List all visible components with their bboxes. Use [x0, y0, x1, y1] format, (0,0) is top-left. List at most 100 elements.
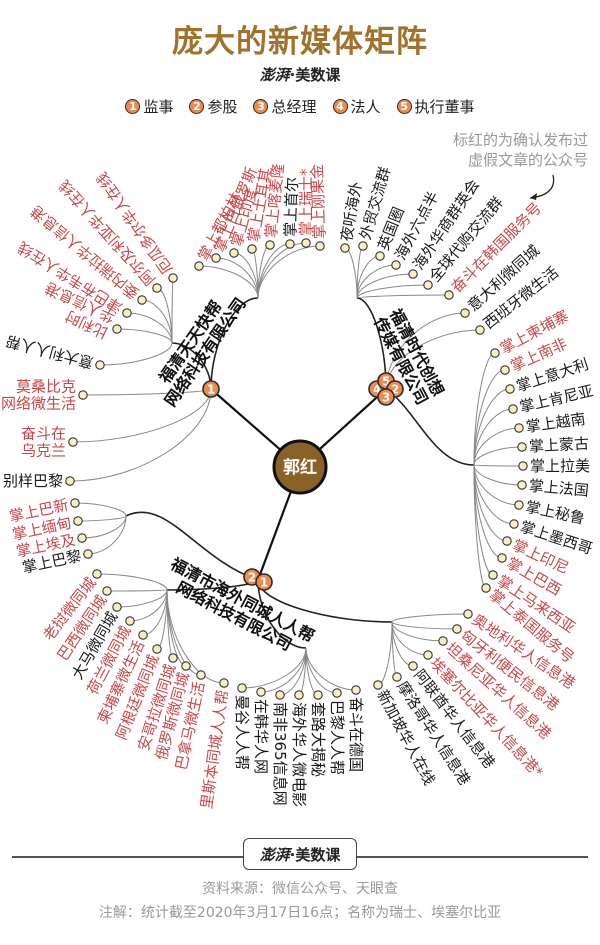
link-line	[473, 388, 511, 466]
account-name: 奋斗在	[21, 425, 66, 443]
account-dot-icon	[332, 688, 342, 698]
account-label: 掌上越南	[525, 410, 587, 436]
account-label: 意大利人人帮	[4, 331, 96, 372]
account-dot-icon	[514, 423, 524, 433]
link-line	[210, 297, 259, 390]
account-dot-icon	[517, 442, 527, 452]
note-line-2: 虚假文章的公众号	[467, 151, 588, 169]
link-line	[74, 502, 127, 517]
account-label: 掌上瑞士*	[297, 168, 315, 236]
account-dot-icon	[219, 678, 229, 688]
legend-item-shareholder: 2 参股	[189, 96, 237, 117]
link-line	[473, 427, 520, 466]
account-label: 海外华人微电影	[290, 702, 308, 807]
annotation: 注解：统计截至2020年3月17日16点；名称为瑞士、埃塞尔比亚	[98, 905, 502, 921]
link-line	[142, 589, 168, 636]
account-dot-icon	[125, 616, 135, 626]
account-dot-icon	[256, 687, 266, 697]
link-line	[87, 515, 127, 555]
link-line	[166, 589, 225, 684]
account-dot-icon	[168, 273, 178, 283]
account-dot-icon	[275, 690, 285, 700]
link-line	[82, 388, 212, 396]
account-dot-icon	[475, 325, 485, 335]
account-name: 奋斗在德国	[347, 697, 365, 772]
link-line	[377, 621, 393, 686]
account-dot-icon	[112, 602, 122, 612]
link-line	[116, 589, 168, 608]
badge-icon: 1	[125, 99, 141, 114]
data-source: 资料来源：微信公众号、天眼查	[202, 881, 398, 897]
account-dot-icon	[83, 549, 93, 559]
link-line	[391, 621, 444, 642]
account-dot-icon	[168, 653, 178, 663]
link-line	[473, 446, 523, 466]
account-dot-icon	[265, 240, 275, 250]
branch-line	[385, 388, 475, 466]
account-dot-icon	[358, 241, 368, 251]
account-dot-icon	[78, 390, 88, 400]
account-dot-icon	[73, 516, 83, 526]
link-line	[473, 464, 524, 467]
account-name: 掌上越南	[525, 410, 587, 436]
account-name: 南非365信息网	[271, 702, 289, 806]
account-dot-icon	[509, 519, 519, 529]
account-name: 莫桑比克	[16, 378, 76, 396]
account-dot-icon	[122, 308, 132, 318]
account-dot-icon	[294, 690, 304, 700]
account-name: 在韩华人网	[252, 699, 270, 774]
account-dot-icon	[112, 324, 122, 334]
red-label-note: 标红的为确认发布过 虚假文章的公众号	[453, 130, 588, 170]
role-badge-icon	[377, 388, 395, 406]
account-dot-icon	[138, 630, 148, 640]
link-line	[391, 621, 458, 630]
brand-name: ·美数课	[289, 66, 341, 84]
account-dot-icon	[423, 650, 433, 660]
badge-icon: 4	[332, 99, 348, 114]
link-line	[99, 342, 173, 366]
account-name: 别样巴黎	[3, 472, 63, 490]
account-dot-icon	[65, 476, 75, 486]
account-dot-icon	[444, 290, 454, 300]
note-line-1: 标红的为确认发布过	[452, 131, 588, 149]
account-label: 掌上蒙古	[529, 435, 590, 456]
badge-icon: 3	[253, 99, 269, 114]
link-line	[106, 589, 168, 592]
account-name: 掌上刚果金	[308, 164, 329, 240]
account-dot-icon	[408, 269, 418, 279]
brand-name: ·美数课	[289, 845, 341, 864]
account-dot-icon	[423, 280, 433, 290]
link-line	[305, 647, 357, 691]
account-dot-icon	[181, 661, 191, 671]
footer-brand: 澎湃·美数课	[243, 838, 357, 870]
link-line	[96, 573, 168, 591]
account-name: 掌上首尔	[281, 177, 301, 238]
role-legend: 1 监事 2 参股 3 总经理 4 法人 5 执行董事	[0, 96, 600, 117]
role-badge-number: 3	[382, 391, 390, 405]
account-dot-icon	[391, 260, 401, 270]
footer-divider-right	[357, 856, 588, 858]
link-line	[257, 243, 291, 299]
account-dot-icon	[92, 569, 102, 579]
account-dot-icon	[194, 261, 204, 271]
account-dot-icon	[514, 500, 524, 510]
account-name: 意大利人人帮	[4, 331, 96, 372]
legend-label: 参股	[207, 98, 238, 116]
link-line	[473, 464, 494, 576]
role-badge-number: 4	[373, 383, 381, 397]
account-dot-icon	[211, 253, 221, 263]
legend-label: 法人	[350, 98, 381, 116]
link-line	[72, 388, 212, 443]
link-line	[473, 464, 523, 486]
role-badge-icon	[202, 380, 220, 398]
account-label: 南非365信息网	[271, 702, 289, 806]
account-dot-icon	[340, 243, 350, 253]
account-name: 掌上拉美	[530, 457, 590, 475]
link-line	[473, 352, 496, 466]
legend-item-general-manager: 3 总经理	[253, 96, 317, 117]
note-arrow-icon	[529, 174, 555, 199]
badge-icon: 5	[396, 99, 412, 114]
